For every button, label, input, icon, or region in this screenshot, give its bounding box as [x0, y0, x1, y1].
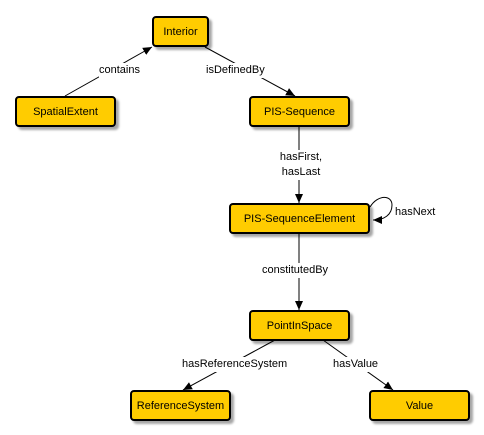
node-spatial-extent[interactable]: SpatialExtent [15, 96, 116, 127]
edge-label-has-last: hasLast [281, 166, 321, 178]
node-pis-sequence-element[interactable]: PIS-SequenceElement [229, 203, 370, 234]
node-interior[interactable]: Interior [152, 16, 209, 47]
node-pis-sequence[interactable]: PIS-Sequence [249, 96, 350, 127]
edge-label-has-value: hasValue [333, 357, 379, 372]
node-value[interactable]: Value [369, 390, 470, 421]
edge-label-has-first: hasFirst, [279, 151, 323, 163]
edge-has-next [369, 196, 393, 224]
edge-label-is-defined-by: isDefinedBy [206, 63, 265, 78]
edge-label-has-reference-system: hasReferenceSystem [182, 357, 288, 372]
edge-label-has-next: hasNext [395, 205, 436, 220]
edge-label-contains: contains [99, 63, 140, 78]
edge-label-has-first-last: hasFirst, hasLast [274, 150, 328, 180]
edge-label-constituted-by: constitutedBy [262, 263, 329, 278]
node-point-in-space[interactable]: PointInSpace [249, 310, 350, 341]
node-reference-system[interactable]: ReferenceSystem [130, 390, 231, 421]
